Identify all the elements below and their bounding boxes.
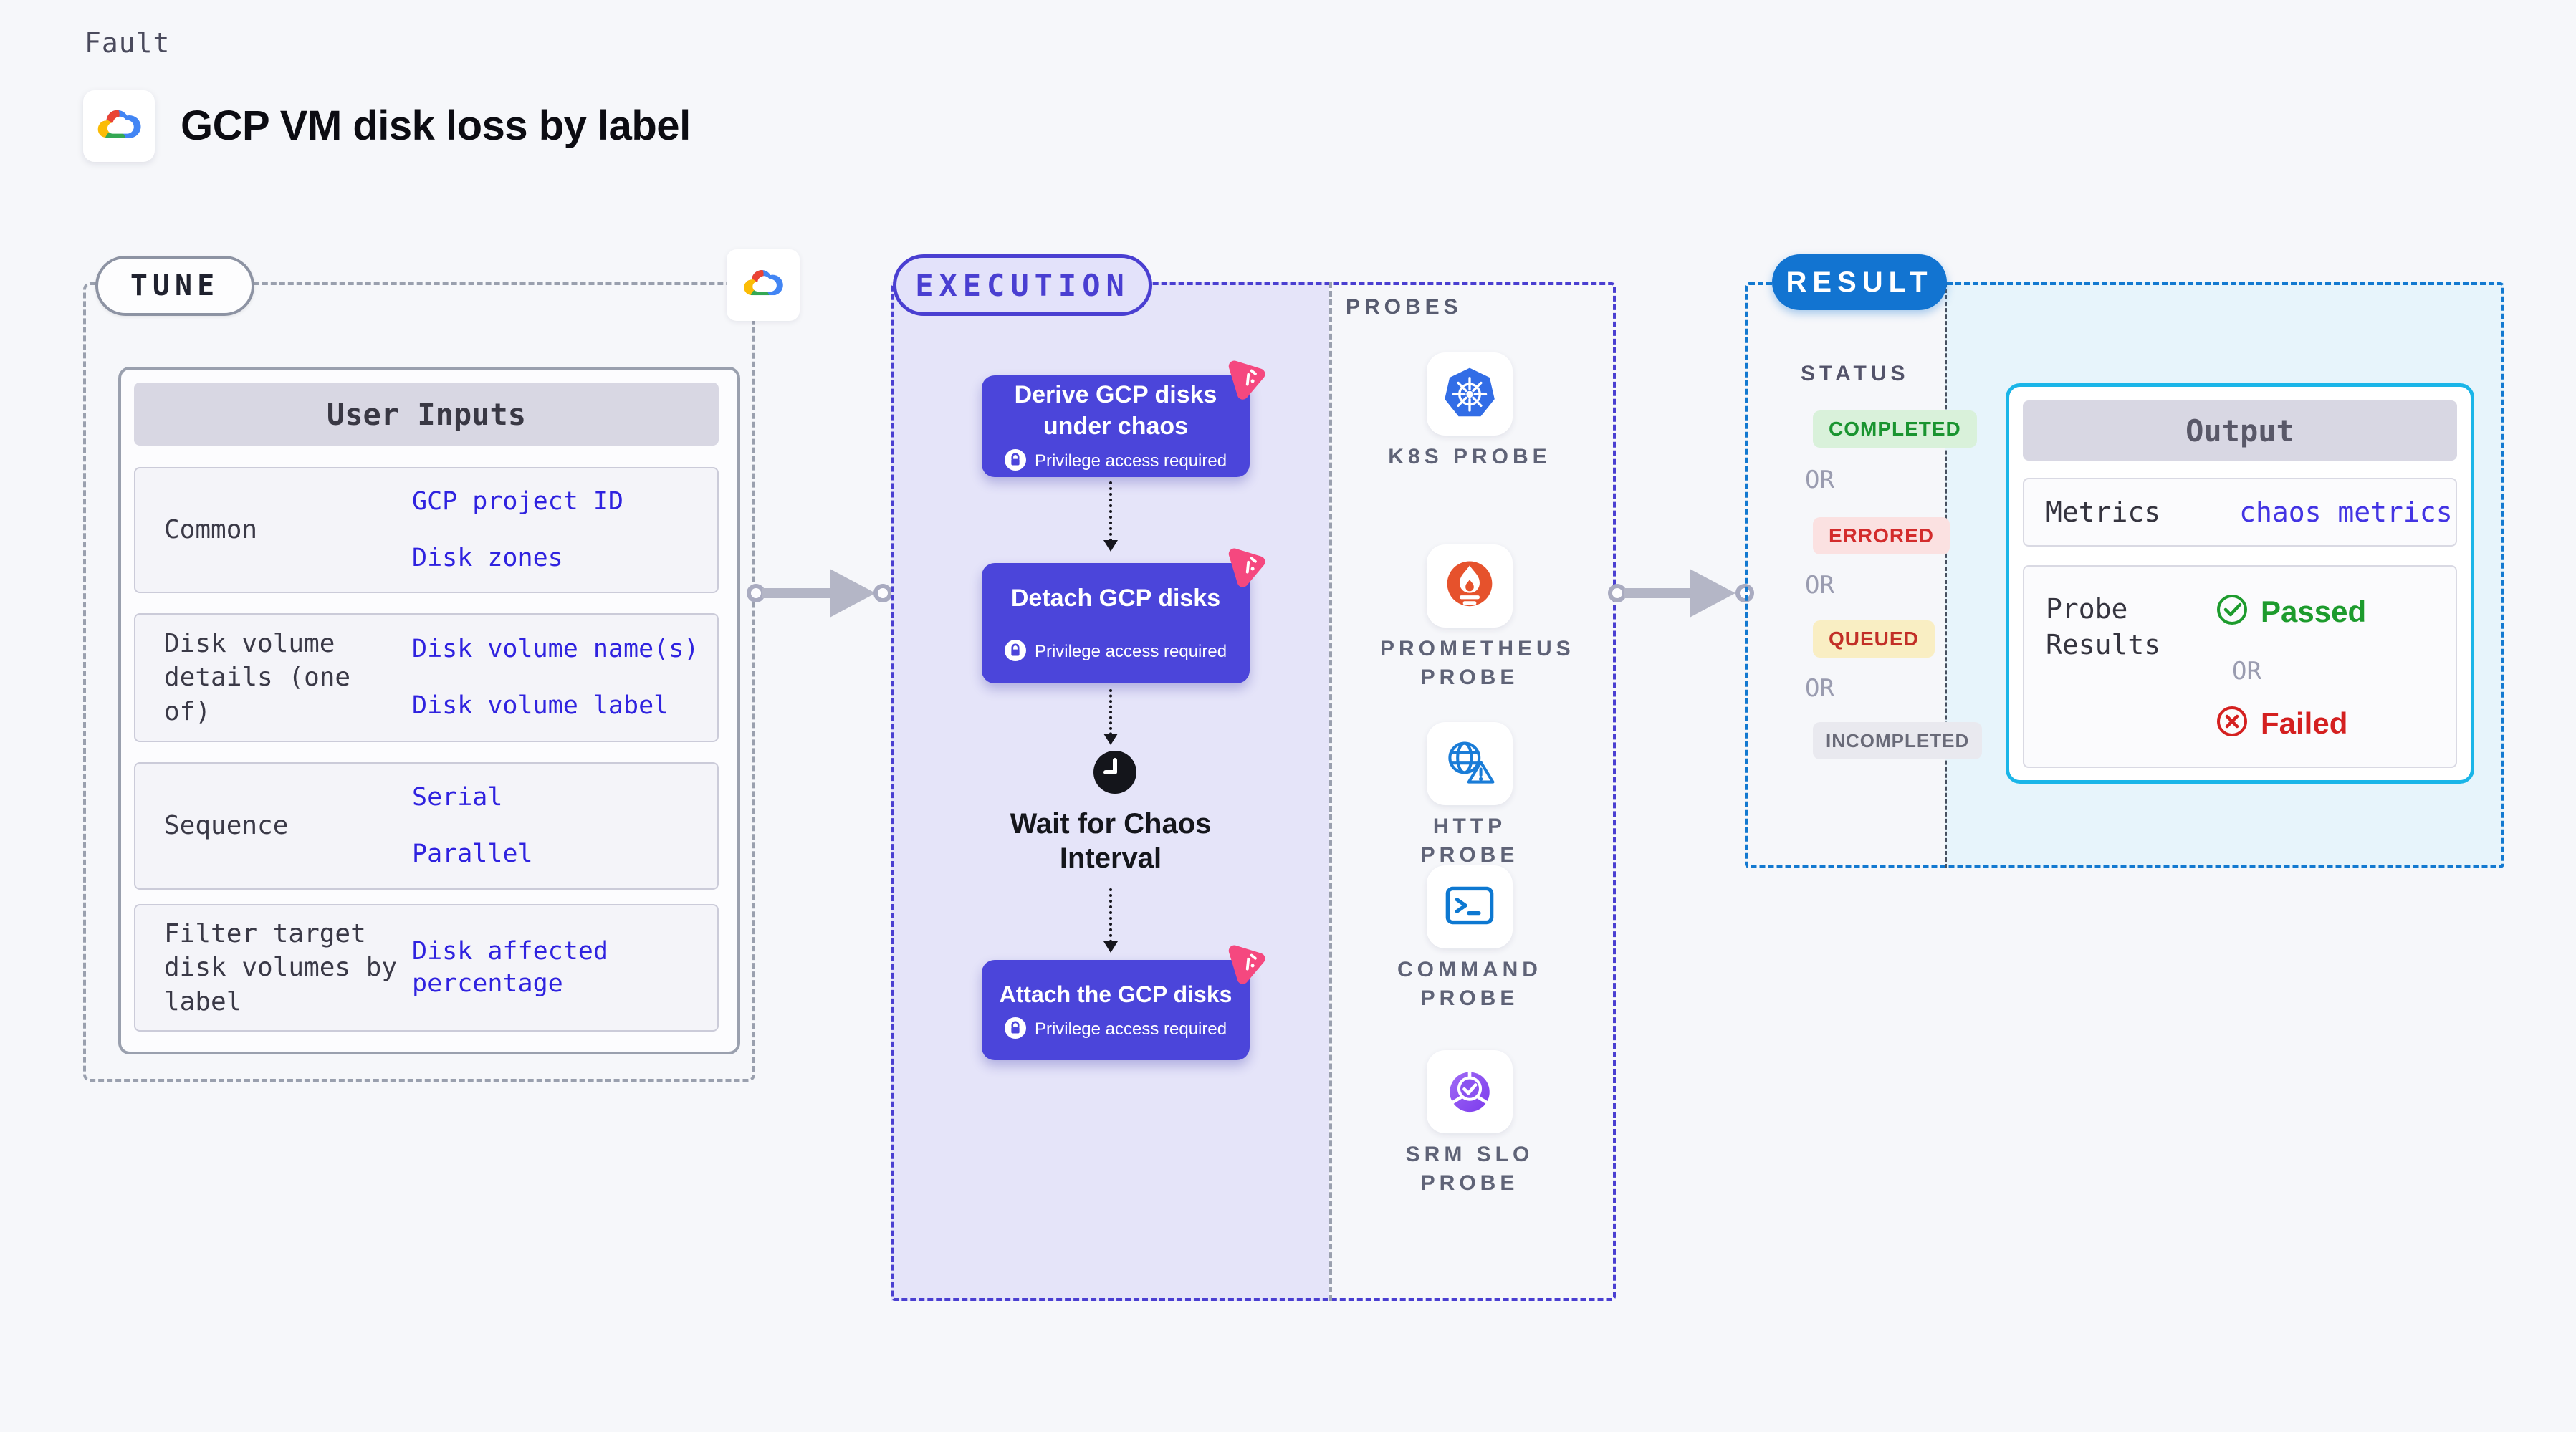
flow-arrow-down [1103,481,1118,552]
row-value: Disk affected percentage [412,936,608,999]
prometheus-icon [1442,559,1497,614]
clock-icon [1092,749,1138,795]
user-input-row-sequence: Sequence Serial Parallel [134,762,719,890]
result-section-border [1745,282,2504,868]
probe-card-prometheus [1427,544,1513,628]
user-input-row-filter-by-label: Filter target disk volumes by label Disk… [134,904,719,1032]
probe-label: COMMAND PROBE [1397,958,1542,1010]
privilege-chip: Privilege access required [1004,639,1227,665]
step-title: Detach GCP disks [1010,584,1221,612]
step-card-detach-gcp-disks: Detach GCP disks Privilege access requir… [982,548,1265,683]
tune-pill: TUNE [95,256,254,316]
metrics-value: chaos metrics [2239,496,2453,528]
row-value: GCP project ID [412,486,624,516]
status-badge-incompleted: INCOMPLETED [1813,722,1983,759]
execution-section-border [891,282,1616,1301]
output-metrics-row: Metrics chaos metrics [2023,478,2457,547]
or-separator: OR [2232,657,2261,686]
page-title: GCP VM disk loss by label [181,102,691,149]
privilege-chip: Privilege access required [1004,448,1227,474]
result-divider [1945,282,1947,868]
probe-card-srm-slo [1427,1050,1513,1133]
fault-kicker: Fault [85,27,171,59]
or-separator: OR [1805,571,1834,600]
probes-heading: PROBES [1346,295,1462,319]
gcp-cloud-icon [94,105,144,148]
or-separator: OR [1805,466,1834,494]
flow-arrow-down [1103,689,1118,745]
step-title: Derive GCP disks under chaos [1014,380,1217,440]
user-inputs-header: User Inputs [134,383,719,446]
row-value: Serial [412,782,503,812]
failed-label: Failed [2261,706,2348,740]
status-badge-errored: ERRORED [1813,517,1950,554]
wait-for-chaos-interval-label: Wait for Chaos Interval [1010,808,1212,874]
x-circle-icon [2215,704,2249,742]
user-input-row-disk-volume-details: Disk volume details (one of) Disk volume… [134,613,719,742]
probes-divider [1329,282,1332,1301]
lock-icon [1004,639,1026,665]
step-card-attach-gcp-disks: Attach the GCP disks Privilege access re… [982,945,1265,1060]
row-label: Sequence [164,811,289,841]
privilege-text: Privilege access required [1034,642,1227,661]
srm-slo-donut-icon [1442,1064,1497,1120]
output-header: Output [2023,400,2457,461]
privilege-text: Privilege access required [1034,1019,1227,1039]
status-badge-queued: QUEUED [1813,620,1935,658]
arrow-shaft [762,588,834,598]
litmus-chaos-badge-icon [1222,939,1270,988]
status-heading: STATUS [1801,362,1910,385]
lock-icon [1004,448,1026,474]
row-label: Disk volume details (one of) [164,628,351,726]
check-circle-icon [2215,592,2249,630]
probe-card-command [1427,865,1513,948]
passed-line: Passed [2215,592,2366,630]
tune-section-border [83,282,755,1082]
probe-label: SRM SLO PROBE [1405,1143,1534,1195]
arrow-shaft [1624,588,1690,598]
kubernetes-icon [1442,365,1498,423]
privilege-chip: Privilege access required [1004,1017,1227,1042]
probe-card-http [1427,722,1513,805]
output-probe-results-row: Probe Results Passed OR Failed [2023,565,2457,768]
metrics-label: Metrics [2046,496,2161,528]
failed-line: Failed [2215,704,2347,742]
step-title: Attach the GCP disks [999,981,1232,1007]
row-value: Disk volume label [412,691,669,720]
http-globe-icon [1442,736,1498,792]
row-label: Common [164,515,258,545]
row-label: Filter target disk volumes by label [164,918,398,1017]
passed-label: Passed [2261,594,2367,628]
result-pill: RESULT [1772,254,1947,310]
probe-label: PROMETHEUS PROBE [1380,637,1575,689]
arrow-head [1690,569,1735,618]
terminal-icon [1442,882,1497,933]
row-value: Disk zones [412,544,563,572]
arrow-head [830,569,876,618]
probe-label: HTTP PROBE [1420,814,1519,867]
lock-icon [1004,1017,1026,1042]
flow-arrow-down [1103,888,1118,953]
gcp-cloud-icon [740,265,786,305]
row-value: Disk volume name(s) [412,634,699,663]
litmus-chaos-badge-icon [1222,542,1270,591]
status-badge-completed: COMPLETED [1813,410,1977,448]
privilege-text: Privilege access required [1034,451,1227,471]
row-value: Parallel [412,840,533,868]
execution-pill: EXECUTION [893,254,1152,316]
probe-label: K8S PROBE [1388,445,1551,468]
probe-card-k8s [1427,352,1513,436]
arrow-endpoint-circle [873,584,892,602]
gcp-mini-card [727,249,800,321]
or-separator: OR [1805,674,1834,703]
user-input-row-common: Common GCP project ID Disk zones [134,467,719,593]
probe-results-label: Probe Results [2046,593,2161,660]
litmus-chaos-badge-icon [1222,355,1270,403]
gcp-logo-card [83,90,155,162]
step-card-derive-gcp-disks: Derive GCP disks under chaos Privilege a… [982,360,1265,477]
